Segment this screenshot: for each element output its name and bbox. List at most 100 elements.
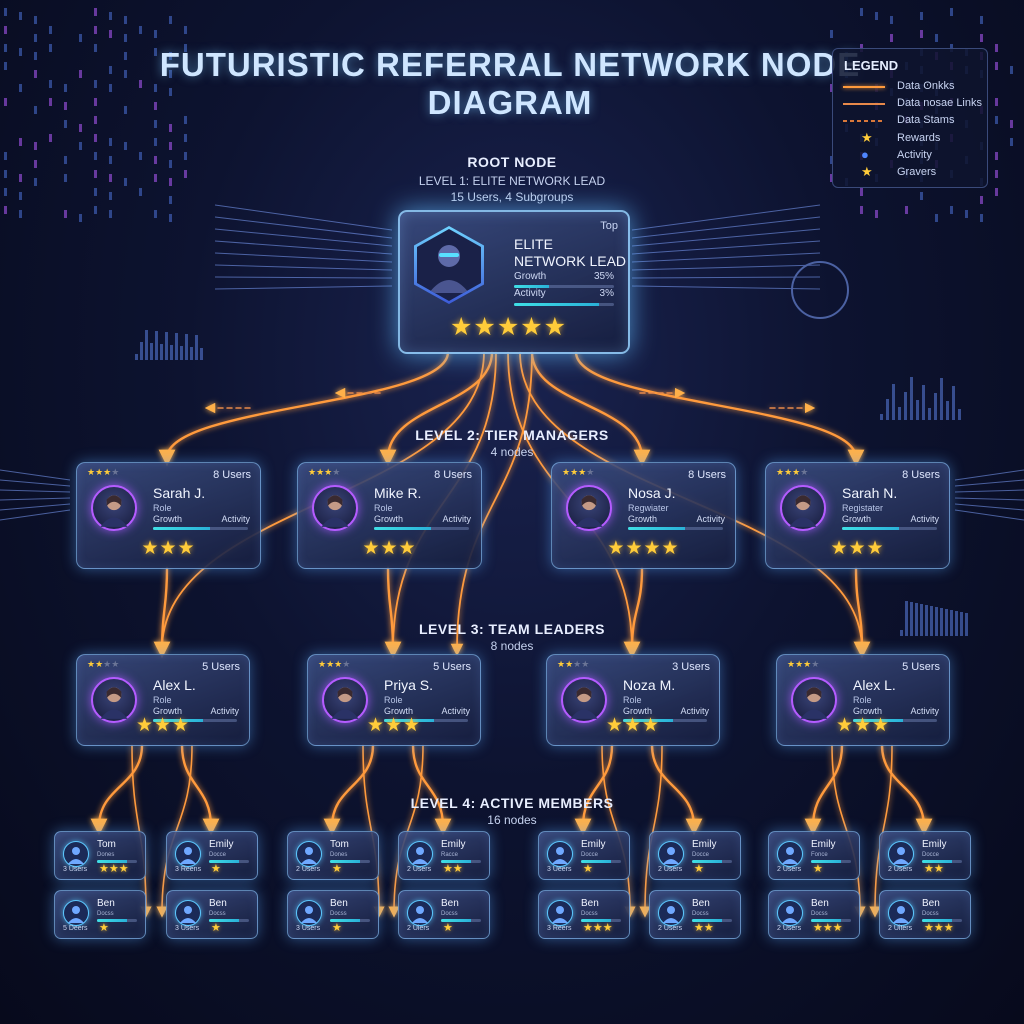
binary-glyph — [64, 210, 67, 218]
binary-glyph — [890, 16, 893, 24]
binary-glyph — [49, 26, 52, 34]
bar-chart-deco — [946, 401, 949, 420]
binary-glyph — [965, 210, 968, 218]
growth-label: Growth — [853, 706, 883, 716]
member-role: Regwiater — [628, 503, 669, 513]
user-avatar-icon — [407, 841, 433, 867]
legend-item-data-streams: Data Stams — [843, 113, 983, 129]
binary-glyph — [139, 152, 142, 160]
member-bar — [692, 919, 732, 922]
member-subtitle: Dones — [330, 852, 348, 858]
activity-label: Activity — [696, 514, 725, 524]
binary-glyph — [139, 188, 142, 196]
reward-stars: ★★ — [694, 922, 714, 934]
bar-chart-deco — [900, 630, 903, 636]
binary-glyph — [34, 70, 37, 78]
member-subtitle: Docss — [209, 911, 226, 917]
binary-glyph — [980, 196, 983, 204]
binary-glyph — [184, 26, 187, 34]
binary-glyph — [19, 174, 22, 182]
link-root-to-manager — [574, 350, 865, 467]
binary-glyph — [34, 142, 37, 150]
link-leader-to-member — [601, 744, 636, 918]
link-leader-to-member — [880, 743, 933, 836]
binary-glyph — [94, 26, 97, 34]
binary-glyph — [4, 152, 7, 160]
binary-glyph — [154, 30, 157, 38]
binary-glyph — [124, 70, 127, 78]
rating-dots: ★★★★ — [87, 659, 120, 669]
member-name: Tom — [97, 839, 116, 850]
users-count: 2 Users — [407, 866, 432, 873]
person-icon — [331, 687, 359, 719]
member-name: Mike R. — [374, 485, 422, 501]
binary-glyph — [4, 170, 7, 178]
binary-glyph — [4, 98, 7, 106]
link-leader-to-member — [639, 744, 663, 918]
member-bar — [922, 860, 962, 863]
binary-glyph — [169, 214, 172, 222]
member-role: Role — [153, 503, 172, 513]
circuit-trace — [0, 509, 71, 521]
member-name: Nosa J. — [628, 485, 676, 501]
activity-label: Activity — [441, 706, 470, 716]
legend-item-activity: ● Activity — [861, 147, 932, 162]
growth-label: Growth — [153, 514, 183, 524]
member-subtitle: Docce — [581, 852, 599, 858]
binary-glyph — [154, 48, 157, 56]
member-name: Emily — [581, 839, 606, 850]
bar-chart-deco — [960, 612, 963, 636]
member-subtitle: Docss — [811, 911, 828, 917]
legend-title: LEGEND — [844, 58, 899, 73]
member-role: Role — [384, 695, 403, 705]
binary-glyph — [1010, 120, 1013, 128]
binary-glyph — [184, 134, 187, 142]
bar-chart-deco — [185, 334, 188, 360]
bar-chart-deco — [950, 610, 953, 636]
binary-glyph — [169, 142, 172, 150]
member-name: Emily — [811, 839, 836, 850]
reward-stars: ★ — [583, 863, 593, 875]
person-icon — [800, 687, 828, 719]
binary-glyph — [64, 156, 67, 164]
bar-chart-deco — [940, 378, 943, 420]
person-icon — [789, 495, 817, 527]
users-count: 5 Users — [902, 661, 940, 673]
member-bar — [581, 919, 621, 922]
reward-stars: ★★★ — [99, 863, 129, 875]
reward-stars: ★★★ — [830, 538, 885, 559]
bar-chart-deco — [195, 335, 198, 360]
avatar — [561, 677, 607, 723]
bar-chart-deco — [886, 399, 889, 420]
binary-glyph — [109, 84, 112, 92]
member-bar — [330, 860, 370, 863]
member-bar — [209, 860, 249, 863]
reward-stars: ★ — [332, 922, 342, 934]
